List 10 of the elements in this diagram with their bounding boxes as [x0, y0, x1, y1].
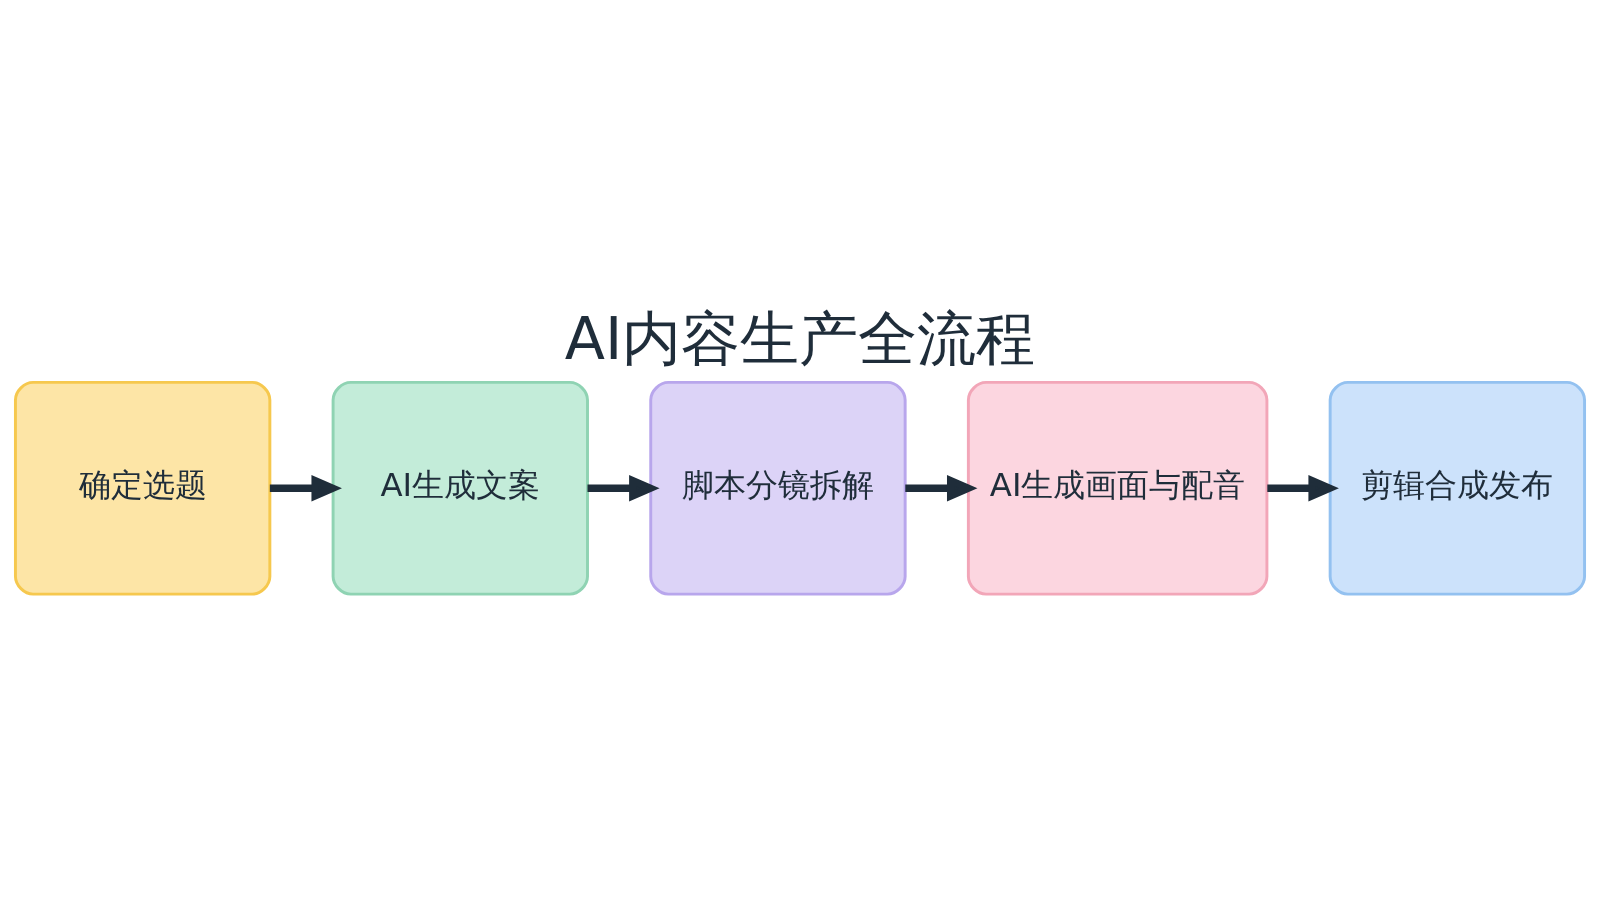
arrow [905, 474, 978, 502]
arrow [1267, 474, 1339, 502]
diagram-title: AI内容生产全流程 [564, 303, 1036, 373]
node-box: 剪辑合成发布 [1328, 380, 1587, 596]
node-box: AI生成画面与配音 [966, 380, 1269, 596]
arrow [269, 474, 342, 502]
node-box: 确定选题 [13, 380, 272, 596]
arrow [587, 474, 660, 502]
node-box: 脚本分镜拆解 [649, 380, 907, 596]
node-box: AI生成文案 [331, 380, 589, 596]
